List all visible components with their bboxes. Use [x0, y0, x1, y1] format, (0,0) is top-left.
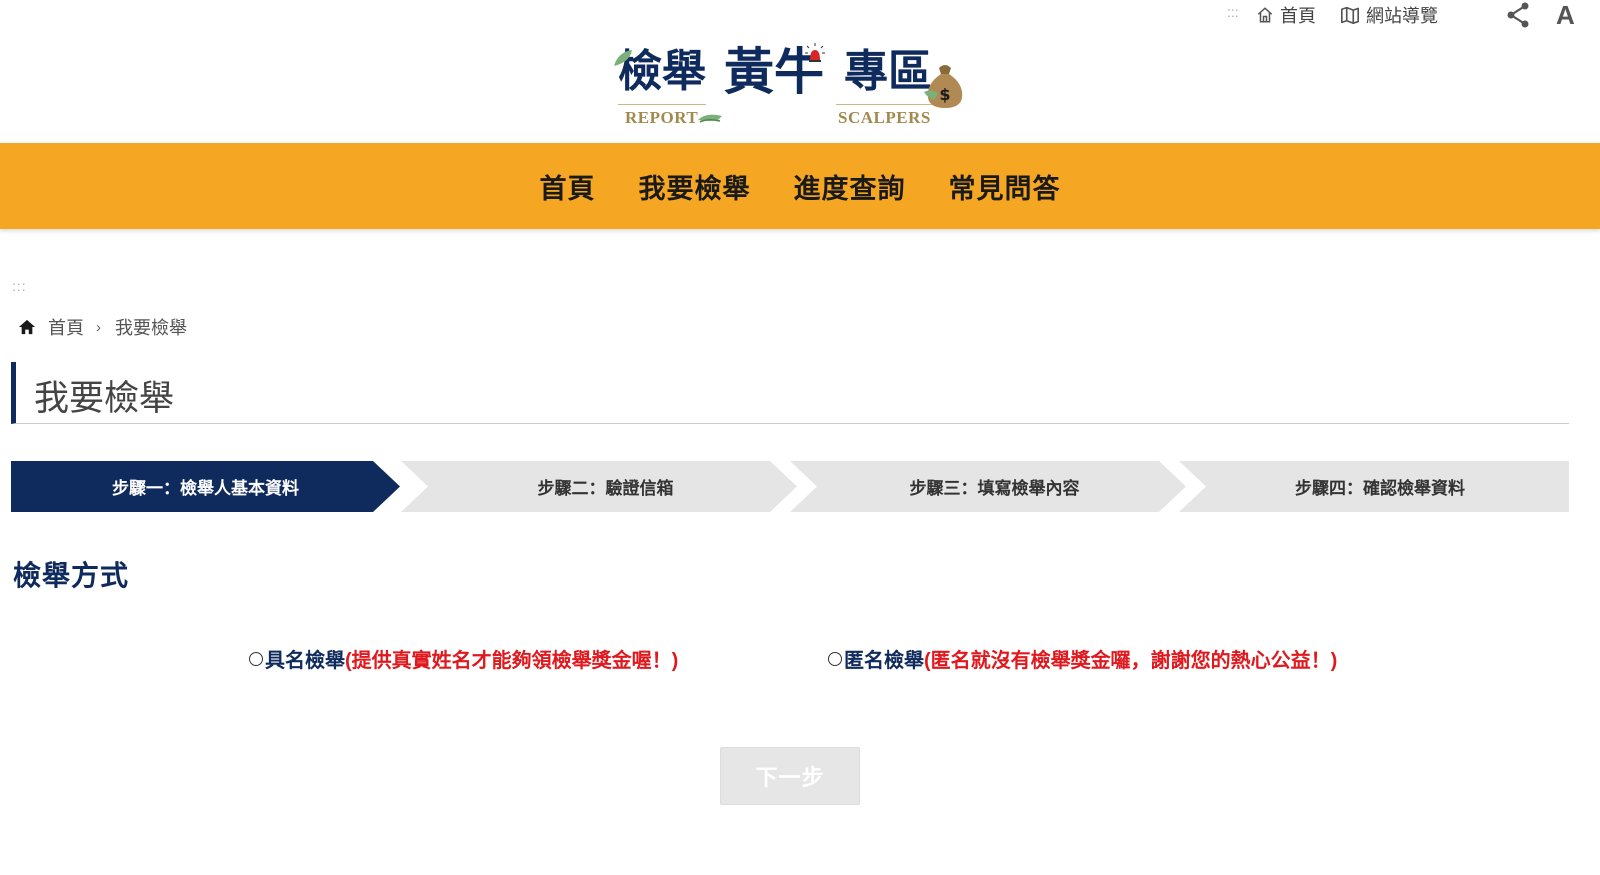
radio-named-label: 具名檢舉: [265, 650, 345, 672]
step-bg-4: [1179, 461, 1569, 512]
money-bag-icon: $: [924, 65, 963, 108]
utility-sitemap-link[interactable]: 網站導覽: [1340, 2, 1438, 28]
breadcrumb-current: 我要檢舉: [115, 318, 187, 338]
step-bg-2: [401, 461, 797, 512]
nav-item-report[interactable]: 我要檢舉: [638, 173, 751, 204]
breadcrumb: 首頁 › 我要檢舉: [18, 314, 187, 340]
step-1: 步驟一：檢舉人基本資料: [112, 479, 299, 498]
radio-anonymous-report[interactable]: 匿名檢舉 (匿名就沒有檢舉獎金囉，謝謝您的熱心公益！): [828, 644, 1337, 673]
page-title: 我要檢舉: [34, 379, 175, 418]
font-size-icon: A: [1556, 0, 1575, 30]
report-method-heading: 檢舉方式: [13, 560, 130, 591]
accesskey-top[interactable]: :::: [1227, 4, 1239, 20]
site-logo[interactable]: 檢舉 黃牛 專區 REPORT SCALPERS $: [614, 43, 970, 132]
radio-anonymous-note: (匿名就沒有檢舉獎金囉，謝謝您的熱心公益！): [924, 650, 1338, 672]
leaf-bill-icon: [614, 50, 632, 66]
step-2: 步驟二：驗證信箱: [537, 479, 674, 498]
step-arrows: [11, 461, 1569, 512]
radio-named-note: (提供真實姓名才能夠領檢舉獎金喔！): [345, 650, 679, 672]
logo-divider-left: [618, 104, 706, 105]
utility-sitemap-label: 網站導覽: [1366, 6, 1438, 26]
radio-named-report[interactable]: 具名檢舉 (提供真實姓名才能夠領檢舉獎金喔！): [249, 644, 678, 673]
home-icon[interactable]: [18, 319, 36, 335]
step-4: 步驟四：確認檢舉資料: [1295, 479, 1465, 498]
nav-item-faq[interactable]: 常見問答: [948, 173, 1061, 204]
logo-text-report-zh: 檢舉: [618, 46, 706, 97]
logo-divider-right: [836, 104, 936, 105]
step-3: 步驟三：填寫檢舉內容: [909, 479, 1080, 498]
cash-hand-icon: [698, 114, 722, 123]
siren-icon: [805, 43, 825, 62]
nav-item-progress[interactable]: 進度查詢: [793, 173, 906, 204]
step-progress: 步驟一：檢舉人基本資料 步驟二：驗證信箱 步驟三：填寫檢舉內容 步驟四：確認檢舉…: [11, 461, 1569, 512]
share-icon: [1507, 2, 1529, 28]
radio-circle[interactable]: [828, 651, 842, 666]
logo-text-zone-zh: 專區: [844, 46, 932, 97]
utility-home-link[interactable]: 首頁: [1256, 2, 1316, 28]
utility-home-label: 首頁: [1280, 6, 1316, 26]
logo-text-scalpers-en: SCALPERS: [838, 108, 931, 127]
svg-text:$: $: [939, 85, 950, 104]
accesskey-content[interactable]: :::: [12, 278, 27, 294]
next-step-button[interactable]: 下一步: [720, 747, 860, 805]
radio-anonymous-label: 匿名檢舉: [844, 650, 924, 672]
radio-circle[interactable]: [249, 651, 263, 666]
step-bg-3: [790, 461, 1186, 512]
step-bg-1: [11, 461, 400, 512]
main-nav: 首頁 我要檢舉 進度查詢 常見問答: [0, 143, 1600, 229]
home-outline-icon: [1257, 7, 1273, 23]
logo-text-report-en: REPORT: [625, 108, 699, 127]
nav-item-home[interactable]: 首頁: [539, 173, 596, 204]
chevron-right-icon: ›: [96, 318, 101, 336]
share-button[interactable]: [1506, 2, 1530, 28]
breadcrumb-home[interactable]: 首頁: [48, 318, 84, 338]
font-size-button[interactable]: A: [1556, 0, 1575, 31]
map-icon: [1341, 6, 1359, 24]
page-title-block: 我要檢舉: [11, 362, 1569, 424]
